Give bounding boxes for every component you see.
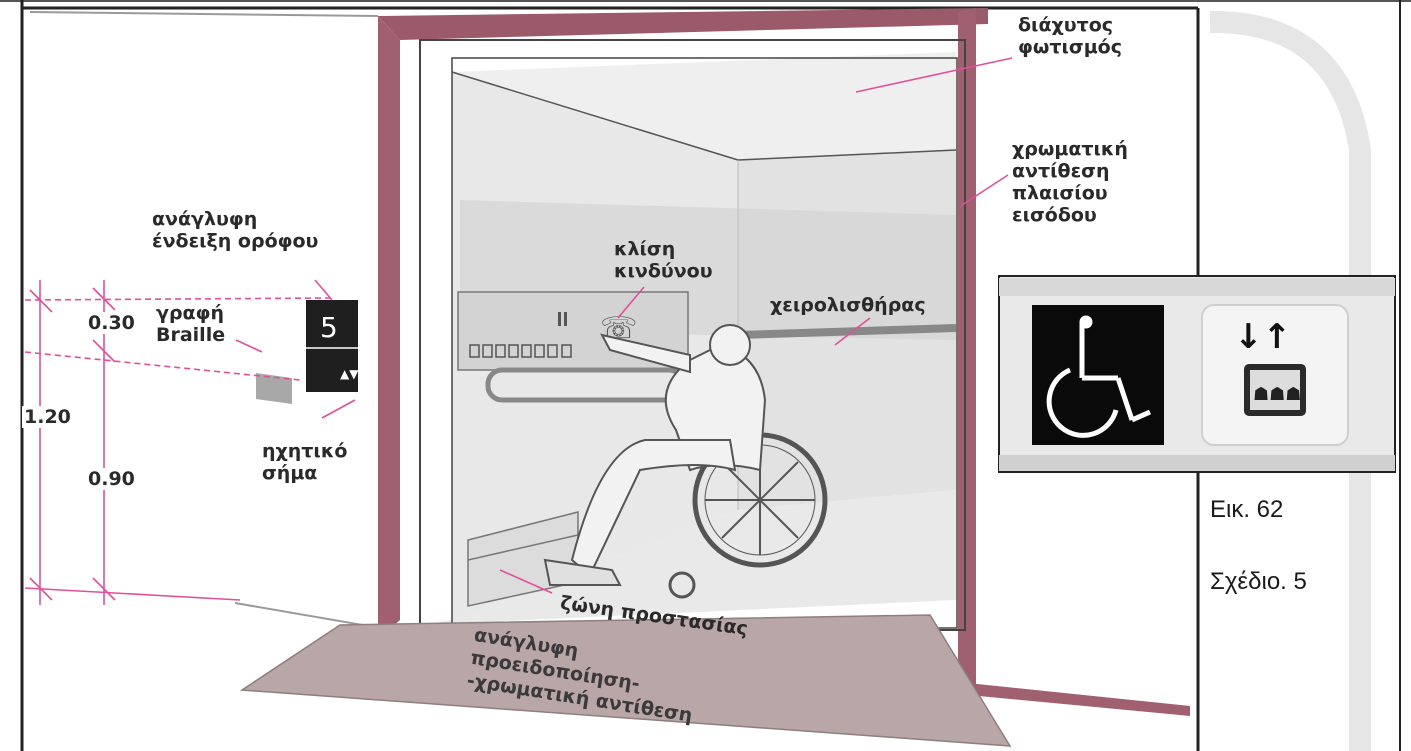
door-frame-right (958, 8, 976, 686)
figure-border (0, 0, 1411, 2)
door-frame-top (378, 8, 988, 40)
caption-figure: Εικ. 62 (1210, 496, 1283, 524)
door-sill (958, 682, 1190, 716)
label-color-contrast-frame: χρωματική αντίθεση πλαισίου εισόδου (1012, 138, 1128, 226)
dimension-090: 0.90 (86, 468, 137, 490)
label-audio-signal: ηχητικό σήμα (262, 440, 347, 484)
label-floor-indication: ανάγλυφη ένδειξη ορόφου (152, 208, 318, 252)
label-handrail: χειρολισθήρας (770, 294, 926, 316)
dimension-120: 1.20 (22, 406, 73, 428)
elevator-arrows-icon: ↓↑ (1234, 317, 1291, 357)
dimension-030: 0.30 (86, 312, 137, 334)
caption-plan: Σχέδιο. 5 (1210, 568, 1307, 596)
label-emergency-call: κλίση κινδύνου (614, 238, 713, 282)
side-strip-band-2 (999, 455, 1395, 471)
elevator-people-icon: ☗☗☗ (1253, 384, 1301, 405)
wheelchair-accessible-icon (1032, 305, 1164, 445)
call-arrows-icon: ▲▼ (340, 367, 359, 381)
floor-number: 5 (320, 311, 338, 344)
side-strip-band (999, 278, 1395, 296)
label-braille: γραφή Braille (156, 302, 225, 346)
left-wall-edge (30, 12, 378, 16)
label-diffuse-lighting: διάχυτος φωτισμός (1018, 14, 1122, 58)
door-frame-left (378, 16, 400, 640)
